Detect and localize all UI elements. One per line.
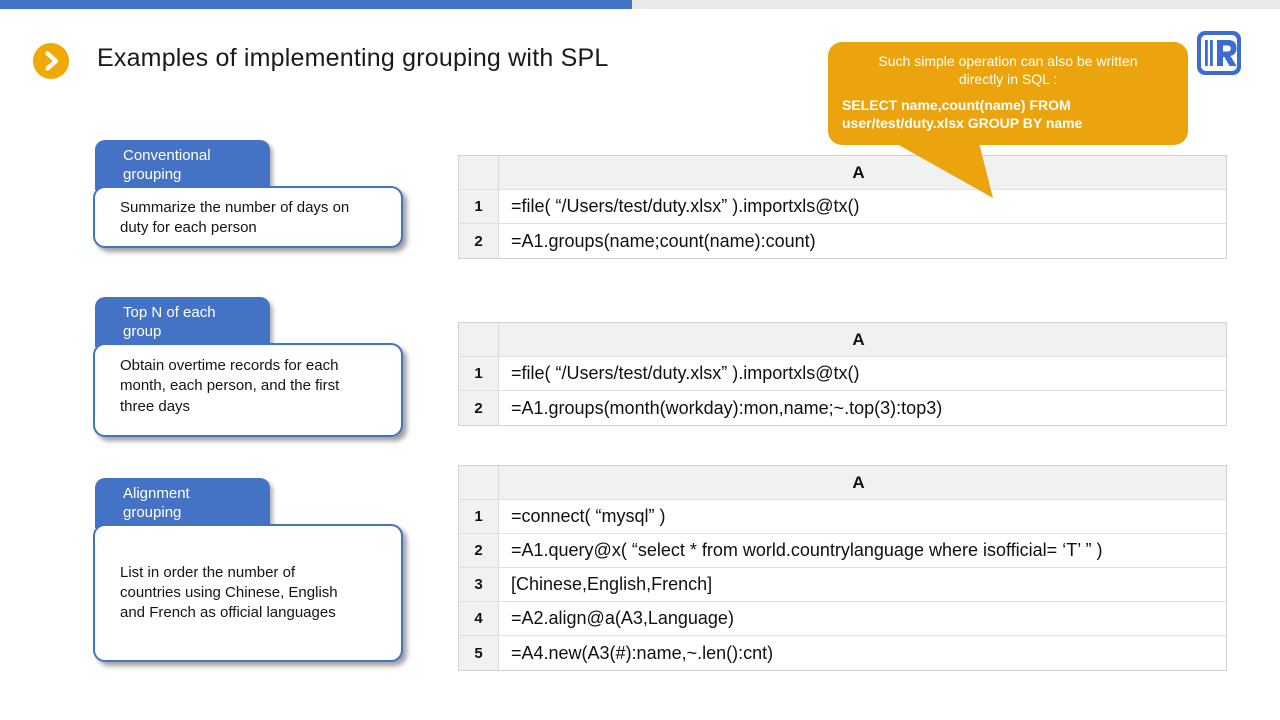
table-row: 3 [Chinese,English,French] <box>459 568 1226 602</box>
callout-tail-icon <box>888 139 993 198</box>
row-number: 3 <box>459 568 499 601</box>
top-accent-bar-blue <box>0 0 632 9</box>
group-tab-conventional-grouping: Conventional grouping <box>95 140 270 190</box>
group-desc-alignment-grouping: List in order the number of countries us… <box>93 524 403 662</box>
group-tab-alignment-grouping: Alignment grouping <box>95 478 270 528</box>
group-tab-top-n-of-each-group: Top N of each group <box>95 297 270 347</box>
code-cell: =A1.groups(name;count(name):count) <box>511 230 816 251</box>
column-header-a: A <box>852 162 865 182</box>
sql-callout: Such simple operation can also be writte… <box>828 42 1188 145</box>
code-cell: =A4.new(A3(#):name,~.len():cnt) <box>511 642 774 663</box>
table-row: 5 =A4.new(A3(#):name,~.len():cnt) <box>459 636 1226 670</box>
code-cell: =A2.align@a(A3,Language) <box>511 608 734 628</box>
group-desc-alignment-grouping-text: List in order the number of countries us… <box>120 563 338 622</box>
table-header-row: A <box>459 466 1226 500</box>
row-number: 2 <box>459 391 499 425</box>
group-desc-top-n-of-each-group: Obtain overtime records for each month, … <box>93 343 403 437</box>
page-title: Examples of implementing grouping with S… <box>97 44 609 72</box>
table-row: 2 =A1.groups(name;count(name):count) <box>459 224 1226 258</box>
raqsoft-logo-icon <box>1197 31 1241 75</box>
spl-table-top-n: A 1 =file( “/Users/test/duty.xlsx” ).imp… <box>458 322 1227 426</box>
callout-sql-text: SELECT name,count(name) FROM user/test/d… <box>842 96 1083 132</box>
row-number: 2 <box>459 534 499 567</box>
spl-table-conventional: A 1 =file( “/Users/test/duty.xlsx” ).imp… <box>458 155 1227 259</box>
spl-table-alignment: A 1 =connect( “mysql” ) 2 =A1.query@x( “… <box>458 465 1227 671</box>
table-row: 1 =file( “/Users/test/duty.xlsx” ).impor… <box>459 357 1226 391</box>
corner-cell <box>459 466 499 499</box>
column-header-a: A <box>852 329 865 349</box>
code-cell: =A1.query@x( “select * from world.countr… <box>511 540 1103 560</box>
table-row: 2 =A1.query@x( “select * from world.coun… <box>459 534 1226 568</box>
table-row: 1 =file( “/Users/test/duty.xlsx” ).impor… <box>459 190 1226 224</box>
row-number: 1 <box>459 190 499 223</box>
code-cell: [Chinese,English,French] <box>511 574 713 594</box>
row-number: 1 <box>459 357 499 390</box>
column-header-a: A <box>852 472 865 492</box>
callout-intro-text: Such simple operation can also be writte… <box>878 53 1138 88</box>
table-header-row: A <box>459 156 1226 190</box>
top-accent-bar-gray <box>632 0 1280 9</box>
table-header-row: A <box>459 323 1226 357</box>
table-row: 2 =A1.groups(month(workday):mon,name;~.t… <box>459 391 1226 425</box>
corner-cell <box>459 323 499 356</box>
group-desc-conventional-grouping: Summarize the number of days on duty for… <box>93 186 403 248</box>
row-number: 2 <box>459 224 499 258</box>
table-row: 4 =A2.align@a(A3,Language) <box>459 602 1226 636</box>
code-cell: =connect( “mysql” ) <box>511 506 666 526</box>
table-row: 1 =connect( “mysql” ) <box>459 500 1226 534</box>
row-number: 1 <box>459 500 499 533</box>
row-number: 4 <box>459 602 499 635</box>
code-cell: =A1.groups(month(workday):mon,name;~.top… <box>511 397 943 418</box>
code-cell: =file( “/Users/test/duty.xlsx” ).importx… <box>511 363 860 383</box>
row-number: 5 <box>459 636 499 670</box>
chevron-circle-icon <box>33 43 69 79</box>
code-cell: =file( “/Users/test/duty.xlsx” ).importx… <box>511 196 860 216</box>
corner-cell <box>459 156 499 189</box>
